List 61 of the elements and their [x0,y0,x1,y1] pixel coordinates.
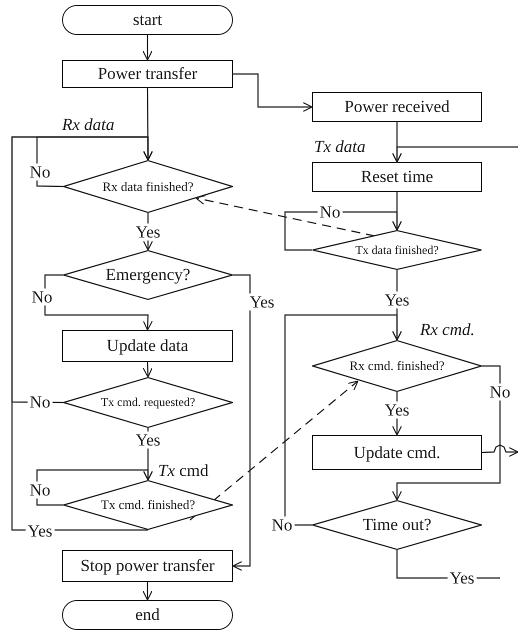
node-label: Rx cmd. finished? [350,358,444,374]
process-box [312,162,482,192]
decision-diamond [63,377,233,428]
node-label: start [132,10,162,30]
edge-label: No [270,516,294,534]
edge-label: No [30,288,54,306]
terminal [62,600,233,630]
process-box [62,550,233,582]
process-box [62,330,233,362]
node-label: Tx data finished? [355,242,439,258]
node-label: Stop power transfer [80,556,215,576]
edge-label: Yes [134,432,162,448]
edge-label: Yes [448,570,476,586]
edge-label: No [28,482,52,498]
node-label: Update data [106,336,188,356]
decision-diamond [63,160,233,213]
edge-label: No [28,164,52,180]
arrow [392,146,518,163]
flow-annotation: Tx data [312,138,368,155]
edge-label: Yes [134,224,162,240]
decision-diamond [63,480,233,530]
decision-diamond [312,230,482,270]
dashed-arrow [190,380,358,520]
edge-label: Yes [26,522,54,540]
node-label: Emergency? [106,265,190,285]
arrow [482,444,519,458]
node-label: Tx cmd. requested? [100,395,196,410]
node-label: Tx cmd. finished? [100,497,196,513]
edge-label: Yes [248,294,276,310]
node-label: Power received [344,97,450,117]
edge-label: No [488,384,512,400]
node-label: end [135,605,160,625]
process-box [62,60,233,88]
decision-diamond [312,500,482,550]
process-box [312,92,482,122]
dashed-arrow [195,194,376,237]
process-box [312,435,482,470]
node-label: Power transfer [98,64,198,84]
arrow [232,274,251,572]
terminal [62,5,233,35]
edge-label: Yes [382,402,412,418]
arrow [142,88,153,161]
edge-label: Yes [382,292,412,308]
arrow [142,35,153,61]
node-label: Rx data finished? [102,178,194,194]
node-label: Time out? [362,515,432,535]
arrow [142,582,153,601]
edge-label: No [318,204,342,220]
arrow [11,136,154,531]
arrow [233,73,313,112]
arrow [142,362,153,378]
decision-diamond [63,250,233,300]
edge-label: No [28,394,52,410]
flow-annotation: Tx cmd [156,462,211,479]
node-label: Reset time [360,167,434,187]
node-label: Update cmd. [354,442,440,462]
flow-annotation: Rx data [60,116,116,133]
arrow [44,274,153,331]
arrow [36,469,154,506]
arrow [392,365,501,501]
decision-diamond [312,340,482,392]
